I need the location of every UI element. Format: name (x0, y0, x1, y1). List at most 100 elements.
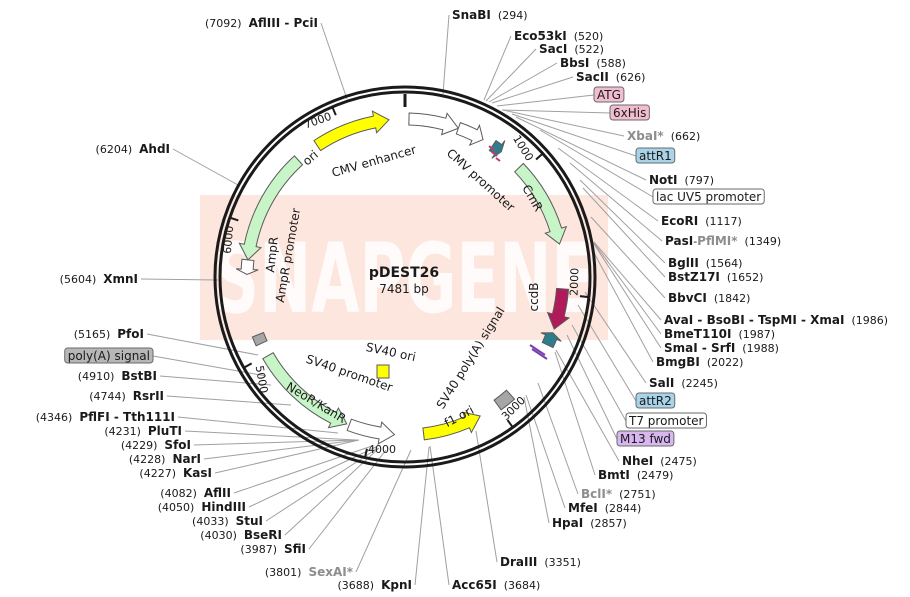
site-sfoi: (4229) SfoI (121, 438, 191, 452)
site-m13: M13 fwd (616, 430, 675, 447)
site-ahdi: (6204) AhdI (96, 142, 170, 156)
leader-line (590, 216, 666, 299)
leader-line (577, 304, 637, 402)
site-name: DraIII (500, 555, 537, 569)
site-gap (699, 257, 706, 270)
backbone-outer (213, 85, 597, 469)
site-name: BclI* (581, 487, 613, 501)
site-name: BstZ17I (668, 270, 720, 284)
feature-sv40-poly-a-signal (493, 389, 516, 411)
site-position: (626) (616, 71, 646, 84)
tick-mark (363, 448, 368, 459)
feature-cmv-promoter (455, 121, 484, 146)
site-position: (2857) (590, 517, 627, 530)
leader-line (557, 147, 659, 222)
site-position: (4228) (129, 453, 166, 466)
site-position: (1349) (745, 235, 782, 248)
watermark-box (200, 195, 608, 340)
tick-mark (506, 419, 515, 429)
site-gap (194, 501, 201, 514)
tick-label: 4000 (368, 443, 396, 456)
label-neor-kanr: NeoR/KanR (284, 379, 349, 426)
site-gap (720, 271, 727, 284)
site-gap (237, 529, 244, 542)
leader-line (320, 22, 348, 100)
site-saci: SacI (522) (539, 42, 604, 56)
site-xmni: (5604) XmnI (60, 272, 138, 286)
site-nhei: NheI (2475) (622, 454, 697, 468)
mcs-mark (495, 157, 501, 162)
leader-line (483, 35, 512, 101)
site-name: Eco53kI (514, 29, 567, 43)
site-position: (2751) (619, 488, 656, 501)
site-position: (1652) (727, 271, 764, 284)
label-ampr: AmpR (263, 236, 281, 273)
primer-mark (529, 344, 546, 356)
site-label: poly(A) signal (68, 349, 150, 363)
site-kpni: (3688) KpnI (338, 578, 412, 592)
site-afliii: (7092) AflIII - PciI (205, 16, 318, 30)
tick-label: 5000 (253, 364, 271, 394)
site-position: (1987) (739, 328, 776, 341)
site-name: AflIII - PciI (249, 16, 318, 30)
site-smai: SmaI - SrfI (1988) (664, 341, 779, 355)
site-name: PflMI* (697, 234, 738, 248)
site-t7: T7 promoter (625, 412, 707, 429)
site-position: (662) (671, 130, 701, 143)
site-gap (735, 342, 742, 355)
site-sfii: (3987) SfiI (240, 542, 306, 556)
leader-line (177, 416, 339, 434)
site-xbai: XbaI* (662) (627, 129, 700, 143)
site-position: (3987) (240, 543, 277, 556)
site-position: (4033) (192, 515, 229, 528)
site-position: (4082) (160, 487, 197, 500)
site-name: NarI (172, 452, 201, 466)
site-acc65i: Acc65I (3684) (452, 578, 540, 592)
site-hpai: HpaI (2857) (552, 516, 627, 530)
tick-label: 2000 (568, 268, 582, 296)
site-draiii: DraIII (3351) (500, 555, 581, 569)
site-position: (4050) (158, 501, 195, 514)
site-position: (4346) (36, 411, 73, 424)
leader-line (265, 447, 379, 522)
label-cmv-enhancer: CMV enhancer (330, 142, 418, 180)
site-gap (229, 515, 236, 528)
leader-line (593, 242, 662, 335)
site-name: HpaI (552, 516, 583, 530)
site-bseri: (4030) BseRI (200, 528, 282, 542)
leader-line (501, 109, 611, 114)
site-gap (72, 411, 79, 424)
leader-line (491, 76, 574, 104)
leader-line (496, 94, 595, 107)
site-gap (96, 273, 103, 286)
feature-poly-a-signal (251, 331, 268, 347)
site-label-box (609, 104, 650, 121)
site-label-box (616, 430, 675, 447)
leader-line (414, 446, 430, 586)
site-gap (176, 467, 183, 480)
site-position: (294) (498, 9, 528, 22)
site-gap (589, 57, 596, 70)
tick-mark (242, 362, 253, 370)
site-position: (4227) (139, 467, 176, 480)
site-ecori: EcoRI (1117) (661, 214, 742, 228)
mcs-mark (491, 151, 498, 157)
site-name: PluTI (148, 424, 182, 438)
site-name: BglII (668, 256, 699, 270)
site-name: SalI (649, 376, 674, 390)
leader-line (511, 113, 637, 157)
site-position: (4744) (89, 390, 126, 403)
site-gap (374, 579, 381, 592)
site-bbvci: BbvCI (1842) (668, 291, 750, 305)
feature-f1-ori (422, 411, 481, 441)
leader-line (166, 395, 292, 406)
site-name: KpnI (381, 578, 412, 592)
site-pfoi: (5165) PfoI (74, 327, 144, 341)
site-label-box (625, 412, 707, 429)
leader-line (442, 14, 450, 95)
site-name: SexAI* (308, 565, 353, 579)
site-afli: (4082) AflII (160, 486, 231, 500)
site-position: (797) (685, 174, 715, 187)
leader-line (584, 291, 647, 384)
leader-line (582, 187, 666, 278)
